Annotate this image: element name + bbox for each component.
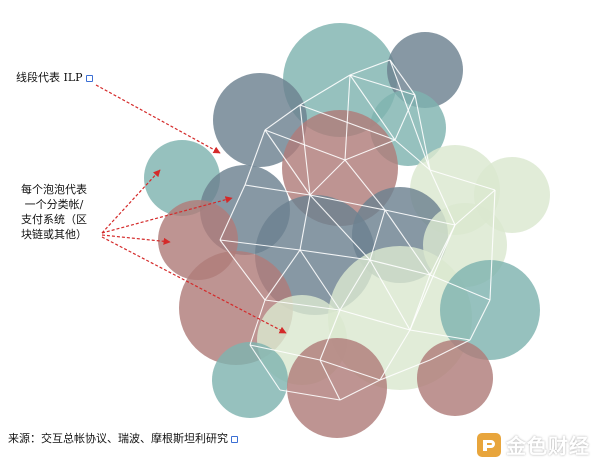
logo-icon	[477, 432, 501, 457]
ilp-line	[339, 309, 411, 331]
ilp-line	[429, 339, 471, 361]
ledger-bubble	[213, 73, 307, 167]
ilp-line	[384, 209, 431, 276]
ilp-line	[344, 139, 396, 161]
ilp-line	[384, 209, 456, 226]
ilp-line	[349, 74, 416, 96]
ilp-line	[429, 169, 456, 226]
ilp-line	[369, 259, 431, 276]
ilp-line	[389, 59, 431, 171]
annotation-arrow	[101, 196, 233, 234]
bubble-label-line: 一个分类帐/	[24, 198, 84, 211]
ilp-line	[244, 184, 311, 196]
annotation-arrow	[101, 236, 287, 334]
ilp-line	[349, 59, 391, 76]
watermark-text: 金色财经	[506, 434, 590, 458]
ilp-line	[409, 224, 456, 331]
ilp-line	[309, 159, 346, 196]
source-text: 来源：交互总帐协议、瑞波、摩根斯坦利研究	[8, 432, 228, 445]
ilp-line	[264, 129, 346, 161]
ilp-line	[394, 94, 416, 141]
watermark: 金色财经	[476, 430, 590, 459]
ilp-line	[339, 379, 381, 401]
ilp-line	[394, 139, 431, 171]
ilp-line	[249, 299, 266, 346]
ilp-line	[264, 299, 341, 311]
ilp-line	[264, 104, 301, 131]
annotation-arrows	[95, 84, 287, 334]
annotation-arrow	[95, 84, 221, 154]
ledger-bubble	[417, 340, 493, 416]
ilp-line	[299, 194, 311, 251]
segment-label-text: 线段代表 ILP	[16, 71, 83, 84]
ledger-bubble	[144, 140, 220, 216]
bubble-label-line: 支付系统（区	[21, 213, 87, 226]
ilp-line	[344, 74, 351, 161]
ilp-line	[309, 194, 371, 261]
bubble-label-line: 每个泡泡代表	[21, 183, 87, 196]
ilp-line	[389, 59, 416, 96]
ilp-line	[414, 94, 431, 171]
ledger-bubble	[440, 260, 540, 360]
ilp-line	[379, 329, 411, 381]
ilp-line	[454, 189, 496, 226]
ilp-line	[309, 194, 386, 211]
ilp-line	[429, 169, 496, 191]
ilp-line	[299, 74, 351, 106]
ilp-line	[319, 309, 341, 361]
ilp-line	[319, 359, 381, 381]
ilp-line	[339, 259, 371, 311]
ilp-line	[429, 274, 491, 301]
ilp-line	[219, 239, 266, 301]
note-icon	[85, 74, 93, 82]
ilp-line	[344, 159, 386, 211]
ilp-line	[244, 129, 266, 186]
ilp-line	[319, 359, 341, 401]
ledger-bubble	[212, 342, 288, 418]
bubbles-layer	[144, 23, 550, 438]
ilp-line	[469, 299, 491, 341]
ilp-line	[369, 209, 386, 261]
ilp-line	[299, 104, 311, 196]
ledger-bubble	[287, 338, 387, 438]
ilp-line	[489, 189, 496, 301]
ilp-lines-layer	[219, 59, 496, 401]
ilp-line	[299, 249, 341, 311]
annotation-arrow	[101, 169, 161, 234]
ledger-bubble	[283, 23, 397, 137]
bubble-label-line: 块链或其他）	[21, 228, 87, 241]
ledger-bubble	[387, 32, 463, 108]
source-caption: 来源：交互总帐协议、瑞波、摩根斯坦利研究	[8, 431, 238, 446]
ilp-line	[249, 344, 321, 361]
annotation-arrow	[101, 234, 171, 245]
ilp-line	[264, 129, 311, 196]
ilp-line	[249, 344, 281, 391]
ilp-line	[219, 239, 301, 251]
ilp-line	[279, 389, 341, 401]
note-icon	[231, 435, 238, 443]
ilp-line	[369, 259, 411, 331]
ilp-line	[409, 329, 471, 341]
ilp-line	[264, 249, 301, 301]
segment-label: 线段代表 ILP	[16, 70, 93, 85]
ilp-line	[219, 184, 246, 241]
ilp-line	[379, 359, 431, 381]
ilp-line	[349, 74, 396, 141]
bubble-label: 每个泡泡代表 一个分类帐/ 支付系统（区 块链或其他）	[8, 182, 100, 242]
ilp-line	[299, 249, 371, 261]
